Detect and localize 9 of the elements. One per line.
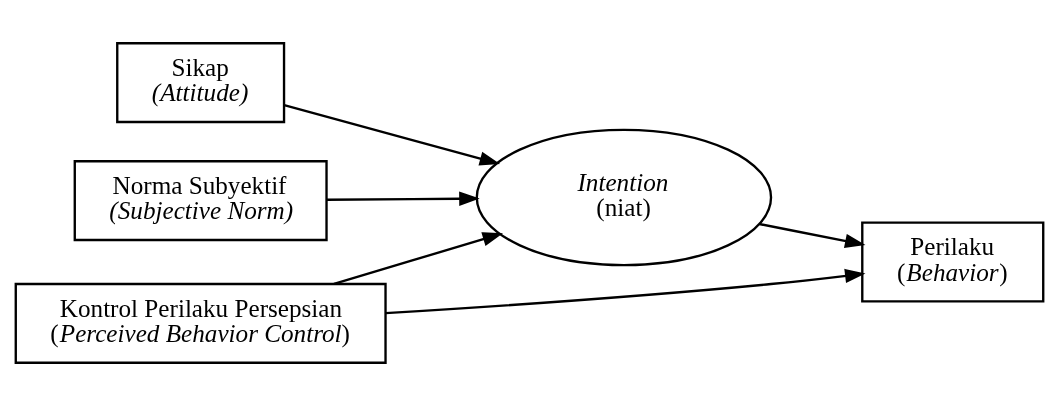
- node-box: Perilaku (Behavior): [861, 221, 1045, 302]
- arrow: [283, 103, 501, 166]
- node-box: Norma Subyektif (Subjective Norm): [73, 159, 328, 241]
- node-box: Sikap (Attitude): [116, 41, 286, 123]
- node-box: Kontrol Perilaku Persepsian (Perceived Behavior Control): [14, 282, 387, 364]
- arrow: [326, 191, 480, 206]
- arrow: [385, 268, 866, 314]
- arrow: [333, 231, 504, 285]
- arrow: [759, 222, 866, 248]
